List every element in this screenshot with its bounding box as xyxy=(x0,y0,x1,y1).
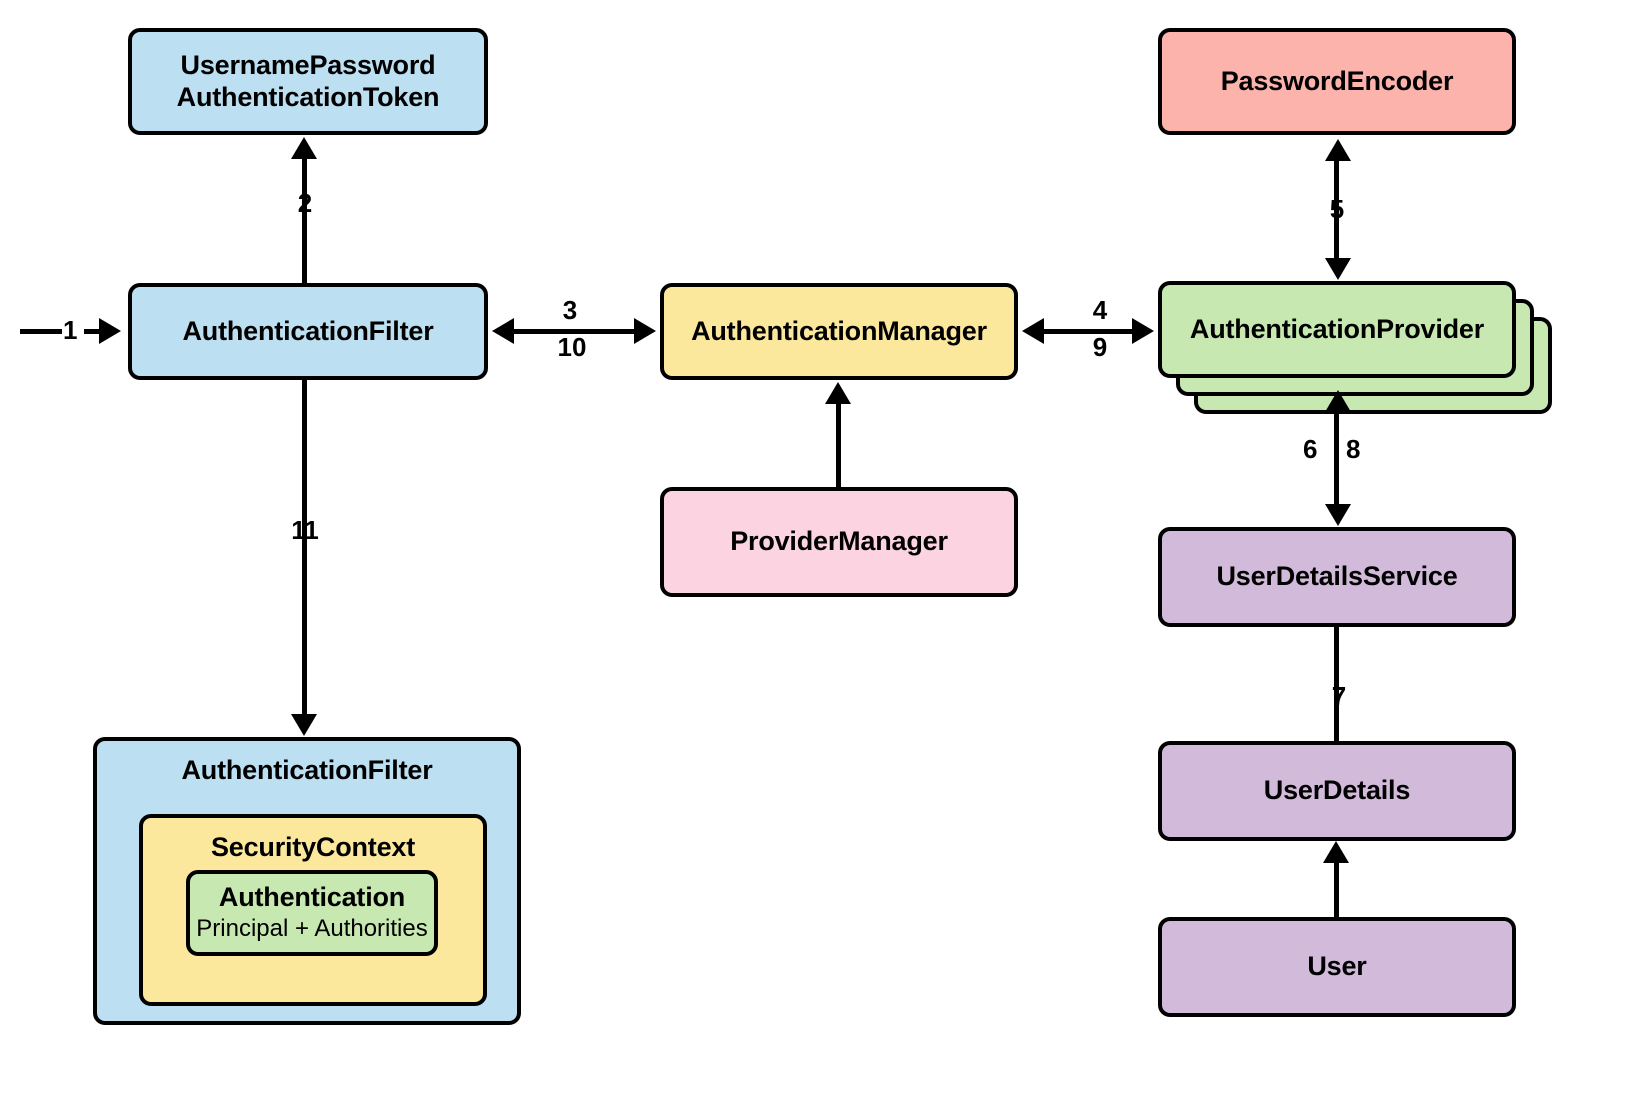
edge-2-line xyxy=(302,152,307,284)
edge-1-line xyxy=(20,329,62,334)
edge-1-line-2 xyxy=(84,329,100,334)
edge-5-label: 5 xyxy=(1329,194,1345,224)
edge-10-label: 10 xyxy=(557,332,587,362)
edge-4-label: 4 xyxy=(1092,295,1108,325)
edge-1-label: 1 xyxy=(63,315,78,345)
edge-7-label: 7 xyxy=(1331,681,1347,711)
edge-user-line xyxy=(1334,862,1339,920)
node-authentication-provider[interactable]: AuthenticationProvider xyxy=(1158,281,1516,378)
node-label: AuthenticationManager xyxy=(691,315,987,346)
edge-5-arrowhead-up xyxy=(1325,139,1351,161)
edge-8-arrowhead xyxy=(1325,390,1351,412)
edge-user-arrowhead xyxy=(1323,841,1349,863)
edge-6-arrowhead xyxy=(1325,504,1351,526)
edge-11-arrowhead xyxy=(291,714,317,736)
edge-2-arrowhead xyxy=(291,137,317,159)
node-provider-manager[interactable]: ProviderManager xyxy=(660,487,1018,597)
edge-3-label: 3 xyxy=(562,295,578,325)
node-label: SecurityContext xyxy=(210,832,416,862)
edge-5-arrowhead-down xyxy=(1325,258,1351,280)
node-label: ProviderManager xyxy=(730,526,948,557)
edge-10-arrowhead xyxy=(492,318,514,344)
edge-4-9-line xyxy=(1043,329,1133,334)
node-label: UserDetailsService xyxy=(1216,561,1458,592)
edge-3-10-line xyxy=(513,329,635,334)
node-authentication-manager[interactable]: AuthenticationManager xyxy=(660,283,1018,380)
node-password-encoder[interactable]: PasswordEncoder xyxy=(1158,28,1516,135)
node-label: User xyxy=(1307,951,1367,982)
node-user-details[interactable]: UserDetails xyxy=(1158,741,1516,841)
edge-9-label: 9 xyxy=(1092,332,1108,362)
node-label: AuthenticationProvider xyxy=(1189,313,1485,344)
node-label: UserDetails xyxy=(1263,775,1411,806)
edge-2-label: 2 xyxy=(297,188,313,218)
node-label-line2: AuthenticationToken xyxy=(176,81,440,112)
edge-provider-manager-arrowhead xyxy=(825,382,851,404)
node-label: PasswordEncoder xyxy=(1220,65,1454,96)
edge-6-8-line xyxy=(1334,409,1339,515)
edge-6-label: 6 xyxy=(1303,434,1318,464)
node-label: AuthenticationFilter xyxy=(182,315,434,346)
node-user-details-service[interactable]: UserDetailsService xyxy=(1158,527,1516,627)
edge-5-line xyxy=(1334,158,1339,270)
edge-3-arrowhead xyxy=(634,318,656,344)
edge-11-label: 11 xyxy=(291,515,319,545)
node-label-line1: UsernamePassword xyxy=(180,50,436,81)
edge-7-line xyxy=(1334,627,1339,743)
edge-4-arrowhead xyxy=(1132,318,1154,344)
node-authentication-filter-context[interactable]: AuthenticationFilter SecurityContext Aut… xyxy=(93,737,521,1025)
node-user[interactable]: User xyxy=(1158,917,1516,1017)
node-label: Authentication xyxy=(218,881,406,912)
node-username-password-authentication-token[interactable]: UsernamePassword AuthenticationToken xyxy=(128,28,488,135)
node-security-context[interactable]: SecurityContext Authentication Principal… xyxy=(139,814,487,1006)
node-authentication-filter[interactable]: AuthenticationFilter xyxy=(128,283,488,380)
edge-8-label: 8 xyxy=(1346,434,1361,464)
node-authentication[interactable]: Authentication Principal + Authorities xyxy=(186,870,438,956)
edge-9-arrowhead xyxy=(1022,318,1044,344)
node-label: AuthenticationFilter xyxy=(181,755,433,785)
edge-provider-manager-line xyxy=(836,403,841,488)
node-sublabel: Principal + Authorities xyxy=(196,915,428,943)
edge-1-arrowhead xyxy=(99,318,121,344)
edge-11-line xyxy=(302,380,307,716)
